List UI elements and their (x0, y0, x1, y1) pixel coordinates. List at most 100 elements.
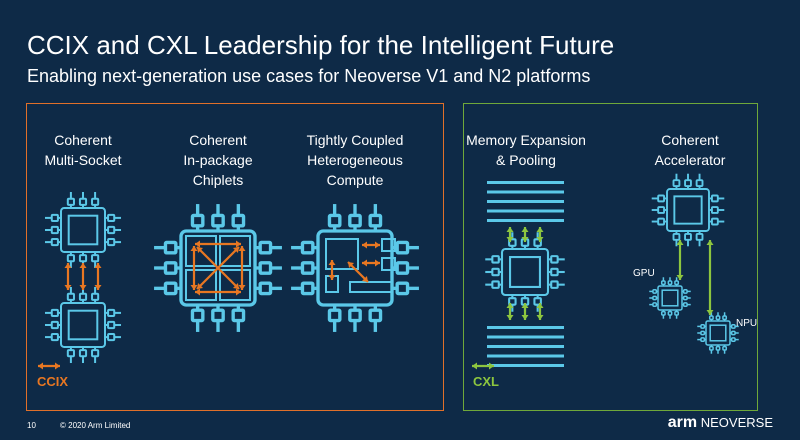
chip-pin (491, 267, 500, 277)
chip-pin (700, 337, 706, 343)
chip-pin (190, 213, 205, 228)
chip-pin (672, 232, 681, 241)
chip-die (67, 309, 99, 341)
chip-pin (550, 280, 559, 289)
arrow-head (521, 227, 529, 232)
chip-pin (163, 281, 178, 296)
compute-block (325, 238, 359, 270)
chip-pin (710, 194, 719, 203)
chip-pin (66, 349, 75, 358)
arrow-head (536, 227, 544, 232)
chip-pin (722, 345, 728, 351)
arrow-head (195, 288, 200, 296)
chip-pin (684, 179, 692, 188)
chip-pin (710, 217, 719, 226)
chiplet-arrow (196, 246, 240, 290)
compute-arrow (328, 260, 336, 280)
chiplet-arrow (195, 288, 241, 296)
arrow-head (506, 315, 514, 320)
chip-pin (300, 240, 315, 255)
arrow-head (506, 237, 514, 242)
chip-pin (300, 261, 315, 275)
gpu-chip-icon (649, 277, 691, 319)
cxl-legend-arrow (472, 362, 494, 370)
chip-pin (715, 315, 721, 321)
chip-pin (674, 280, 680, 286)
chip-pin (672, 179, 681, 188)
host-cpu-chip-icon (651, 173, 725, 247)
memory-link-arrow (536, 227, 544, 242)
chip-pin (327, 213, 342, 228)
memory-bank-line (487, 335, 564, 339)
chiplet-tiles (185, 235, 251, 301)
compute-arrow (362, 241, 380, 249)
chiplet-tile (219, 235, 251, 267)
chip-pin (395, 240, 410, 255)
chip-pin (91, 349, 100, 358)
chip-pin (722, 315, 728, 321)
arrow-head (489, 362, 494, 370)
compute-arrow (362, 259, 380, 267)
arrow-head (362, 241, 367, 249)
compute-blocks (325, 238, 396, 293)
chip-pin (660, 310, 666, 316)
chip-pin (66, 254, 75, 263)
chiplet-tile (185, 269, 217, 301)
chiplet-arrow (238, 246, 246, 290)
chip-pin (348, 213, 362, 228)
npu-label: NPU (736, 318, 758, 329)
arrow-head (706, 240, 714, 245)
chip-pin (231, 213, 246, 228)
chip-pin (78, 254, 88, 263)
arrow-head (348, 262, 355, 269)
ccix-tag: CCIX (37, 374, 69, 389)
arrow-head (472, 362, 477, 370)
chip-die (709, 324, 727, 342)
chip-pin (730, 330, 736, 336)
ccix-legend-arrow (38, 362, 60, 370)
chip-die (67, 214, 99, 246)
chip-pin (91, 292, 100, 301)
socket-1-chip-icon (44, 191, 122, 269)
arrow-head (236, 240, 241, 248)
chip-pin (107, 308, 116, 317)
chiplet-arrow (190, 246, 198, 290)
memory-bank-line (487, 209, 564, 213)
chip-pin (657, 206, 666, 214)
chip-pin (730, 323, 736, 329)
chip-pin (258, 281, 273, 296)
chip-pin (660, 280, 666, 286)
page-number: 10 (27, 421, 36, 430)
arrow-head (236, 288, 241, 296)
chip-pin (50, 238, 59, 247)
chip-body (60, 207, 106, 253)
memory-link-arrow (536, 303, 544, 320)
chip-pin (78, 292, 88, 301)
chip-body (500, 247, 550, 297)
chip-pin (550, 255, 559, 264)
memory-bank-line (487, 190, 564, 194)
chip-pin (667, 310, 673, 316)
chip-pin (348, 308, 362, 323)
arrow-head (375, 259, 380, 267)
chip-pin (211, 308, 225, 323)
compute-block (381, 257, 396, 271)
arrow-shaft (196, 246, 240, 290)
chip-pin (682, 295, 688, 301)
memory-host-chip-icon (485, 232, 565, 312)
arrow-head (521, 315, 529, 320)
arrow-head (197, 282, 204, 289)
memory-bank-line (487, 219, 564, 222)
chip-pin (667, 280, 673, 286)
arrow-head (79, 285, 87, 290)
compute-arrow (347, 261, 369, 283)
chip-pin (652, 288, 658, 294)
chip-pin (730, 337, 736, 343)
chip-pin (50, 308, 59, 317)
memory-link-arrow (506, 303, 514, 320)
chip-pin (682, 302, 688, 308)
ccix-panel (26, 103, 444, 411)
chip-pin (107, 320, 116, 330)
